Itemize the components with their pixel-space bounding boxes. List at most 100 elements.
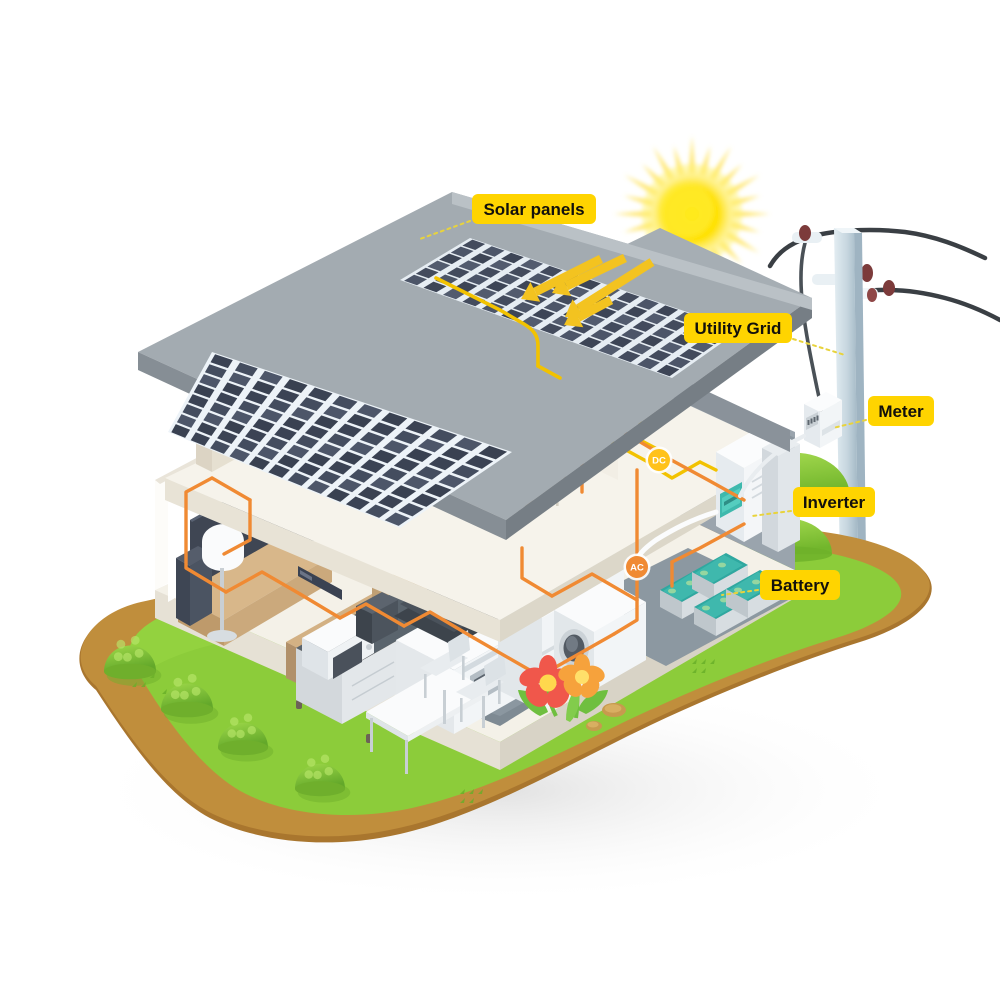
solar-cell — [338, 451, 364, 465]
solar-cell — [640, 335, 664, 347]
solar-cell — [216, 392, 238, 407]
dining-table — [366, 666, 488, 774]
solar-cell — [349, 441, 375, 456]
floor-lamp — [202, 524, 244, 642]
solar-cell — [512, 302, 536, 313]
solar-cell — [478, 445, 508, 460]
solar-cell — [248, 456, 270, 470]
solar-cell — [660, 342, 683, 354]
solar-cell — [582, 315, 606, 326]
solar-cell — [346, 413, 372, 428]
solar-cell — [493, 295, 517, 306]
solar-cell — [458, 260, 482, 271]
solar-cell — [415, 267, 439, 279]
label-utility-grid[interactable]: Utility Grid — [684, 313, 846, 356]
solar-cell — [268, 398, 292, 413]
solar-cell — [528, 273, 551, 284]
bushes — [104, 635, 351, 803]
flower-orange — [558, 654, 605, 698]
solar-cell — [245, 390, 268, 405]
power-line-upper-right — [804, 227, 988, 261]
sunlight-arrows — [521, 253, 655, 328]
solar-cell — [450, 246, 474, 258]
label-inverter[interactable]: Inverter — [751, 487, 875, 517]
solar-cell — [559, 330, 583, 342]
battery-bank[interactable] — [660, 553, 782, 636]
solar-cell — [337, 478, 362, 493]
solar-cell — [438, 474, 466, 488]
solar-cell — [390, 485, 417, 499]
solar-cell — [403, 475, 430, 490]
label-battery[interactable]: Battery — [721, 570, 840, 600]
solar-cell — [616, 292, 640, 304]
insulator-1 — [799, 225, 811, 241]
solar-cell — [349, 469, 374, 483]
ray-arrow-4-head — [564, 307, 584, 328]
solar-cell — [252, 418, 275, 433]
solar-cell — [229, 448, 250, 462]
tuft-4 — [692, 659, 715, 673]
solar-cell — [470, 253, 493, 264]
solar-cell — [203, 412, 224, 427]
solar-cell — [624, 306, 648, 318]
solar-cell — [601, 321, 625, 333]
label-bg-utility-grid — [684, 313, 792, 343]
solar-cell — [477, 267, 501, 278]
solar-cell — [370, 422, 397, 436]
label-solar-panels[interactable]: Solar panels — [419, 194, 596, 240]
label-text-inverter: Inverter — [803, 493, 866, 512]
solar-cell — [465, 455, 494, 469]
label-meter[interactable]: Meter — [832, 396, 934, 429]
solar-cell — [224, 420, 246, 435]
roof-assembly — [138, 192, 812, 540]
solar-cell — [578, 337, 602, 349]
solar-cell — [332, 395, 358, 410]
label-text-utility-grid: Utility Grid — [695, 319, 782, 338]
solar-cell — [277, 454, 300, 469]
solar-cell — [345, 496, 370, 510]
solar-cell — [393, 458, 420, 472]
solar-cell — [217, 430, 238, 444]
solar-cell — [613, 314, 636, 326]
ac-badge-text: AC — [630, 562, 644, 573]
solar-cell — [617, 350, 641, 363]
solar-cell — [508, 266, 532, 278]
ray-arrow-1 — [533, 254, 604, 296]
solar-cell — [497, 273, 520, 285]
solar-cell — [427, 260, 451, 272]
insulator-3 — [883, 280, 895, 296]
solar-cell — [532, 308, 555, 320]
solar-cell — [326, 488, 350, 502]
solar-cell — [317, 443, 341, 457]
solar-cell — [656, 364, 680, 377]
solar-cell — [234, 362, 258, 377]
solar-cell — [381, 412, 408, 427]
solar-cell — [210, 440, 230, 454]
solar-cell — [275, 389, 300, 403]
solar-cell — [454, 437, 483, 452]
solar-cell — [648, 350, 672, 362]
solar-cell — [204, 364, 227, 379]
inverter-post — [762, 436, 800, 552]
solar-cell — [543, 301, 567, 313]
solar-cell — [411, 493, 438, 507]
solar-cell — [423, 281, 447, 293]
solar-cell — [394, 430, 421, 445]
solar-cell — [439, 253, 462, 265]
electric-meter[interactable] — [804, 392, 842, 448]
solar-cell — [405, 420, 433, 435]
solar-cell — [228, 372, 251, 387]
dining-chair-1 — [420, 630, 470, 698]
solar-cell — [504, 287, 528, 299]
solar-cell — [609, 336, 633, 348]
dining-chair-2 — [456, 654, 506, 722]
tuft-3 — [460, 789, 483, 803]
solar-cell — [632, 320, 656, 332]
solar-cell — [381, 467, 408, 482]
speaker-tower — [176, 546, 212, 626]
solar-cell — [369, 477, 395, 491]
roof-right-fascia — [506, 298, 812, 540]
